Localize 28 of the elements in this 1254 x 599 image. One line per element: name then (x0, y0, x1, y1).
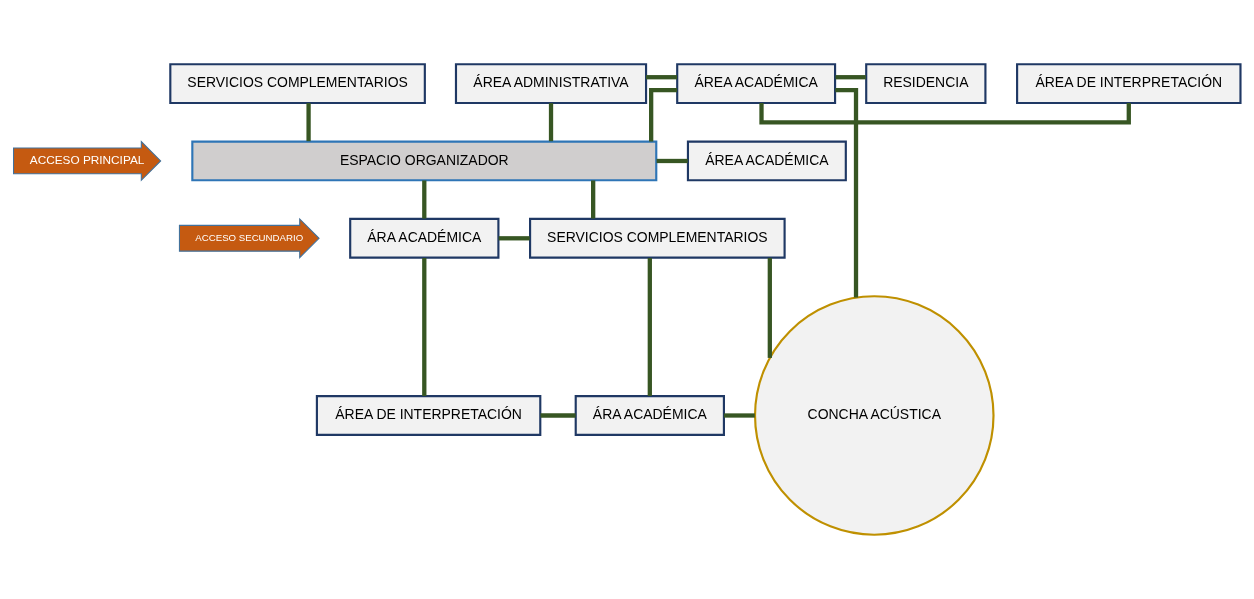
connector (646, 75, 678, 80)
node-box: ÁREA ACADÉMICA (676, 63, 837, 105)
connector (548, 103, 554, 142)
connector (422, 180, 427, 219)
node-box: ÁREA DE INTERPRETACIÓN (1016, 63, 1242, 105)
connector (498, 236, 530, 241)
node-box: ÁRA ACADÉMICA (349, 217, 500, 259)
node-box: ÁREA DE INTERPRETACIÓN (315, 395, 542, 436)
node-box: ESPACIO ORGANIZADOR (191, 140, 658, 182)
connector (422, 257, 427, 396)
connector (540, 413, 576, 418)
node-box: SERVICIOS COMPLEMENTARIOS (169, 63, 426, 105)
connector (835, 87, 859, 298)
connector (591, 180, 596, 219)
connector (723, 413, 755, 418)
connector (759, 102, 1131, 125)
connector (767, 257, 772, 358)
connector (835, 75, 866, 80)
node-box: SERVICIOS COMPLEMENTARIOS (529, 217, 786, 259)
node-box: ÁRA ACADÉMICA (574, 395, 725, 436)
connector (649, 87, 678, 142)
connector (647, 257, 652, 396)
node-box: RESIDENCIA (865, 63, 987, 105)
connector (656, 158, 688, 164)
node-box: ÁREA ADMINISTRATIVA (454, 63, 648, 105)
connector (306, 103, 311, 142)
node-circle: CONCHA ACÚSTICA (753, 295, 995, 536)
node-box: ÁREA ACADÉMICA (686, 140, 847, 182)
